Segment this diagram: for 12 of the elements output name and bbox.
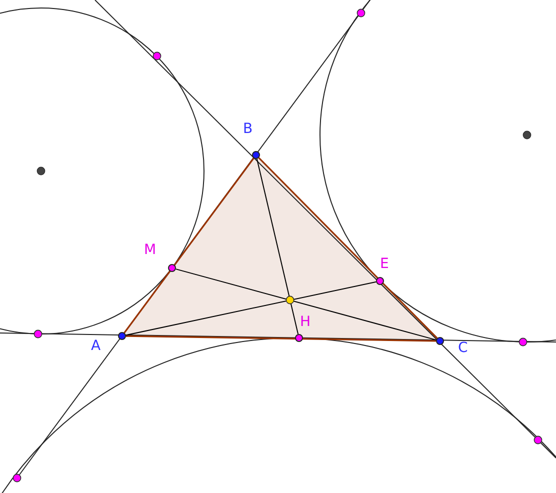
point-label: E [380,256,389,272]
line-segment [258,157,438,339]
line-segment [124,158,254,334]
line-segment [175,268,437,340]
point-label: M [144,242,156,258]
point-label: C [458,340,468,356]
point-label: H [300,314,311,330]
line-segment [256,158,299,335]
line-segment [126,335,436,342]
point-label: B [243,121,253,137]
line-segment [125,281,377,336]
point-label: A [91,338,101,354]
